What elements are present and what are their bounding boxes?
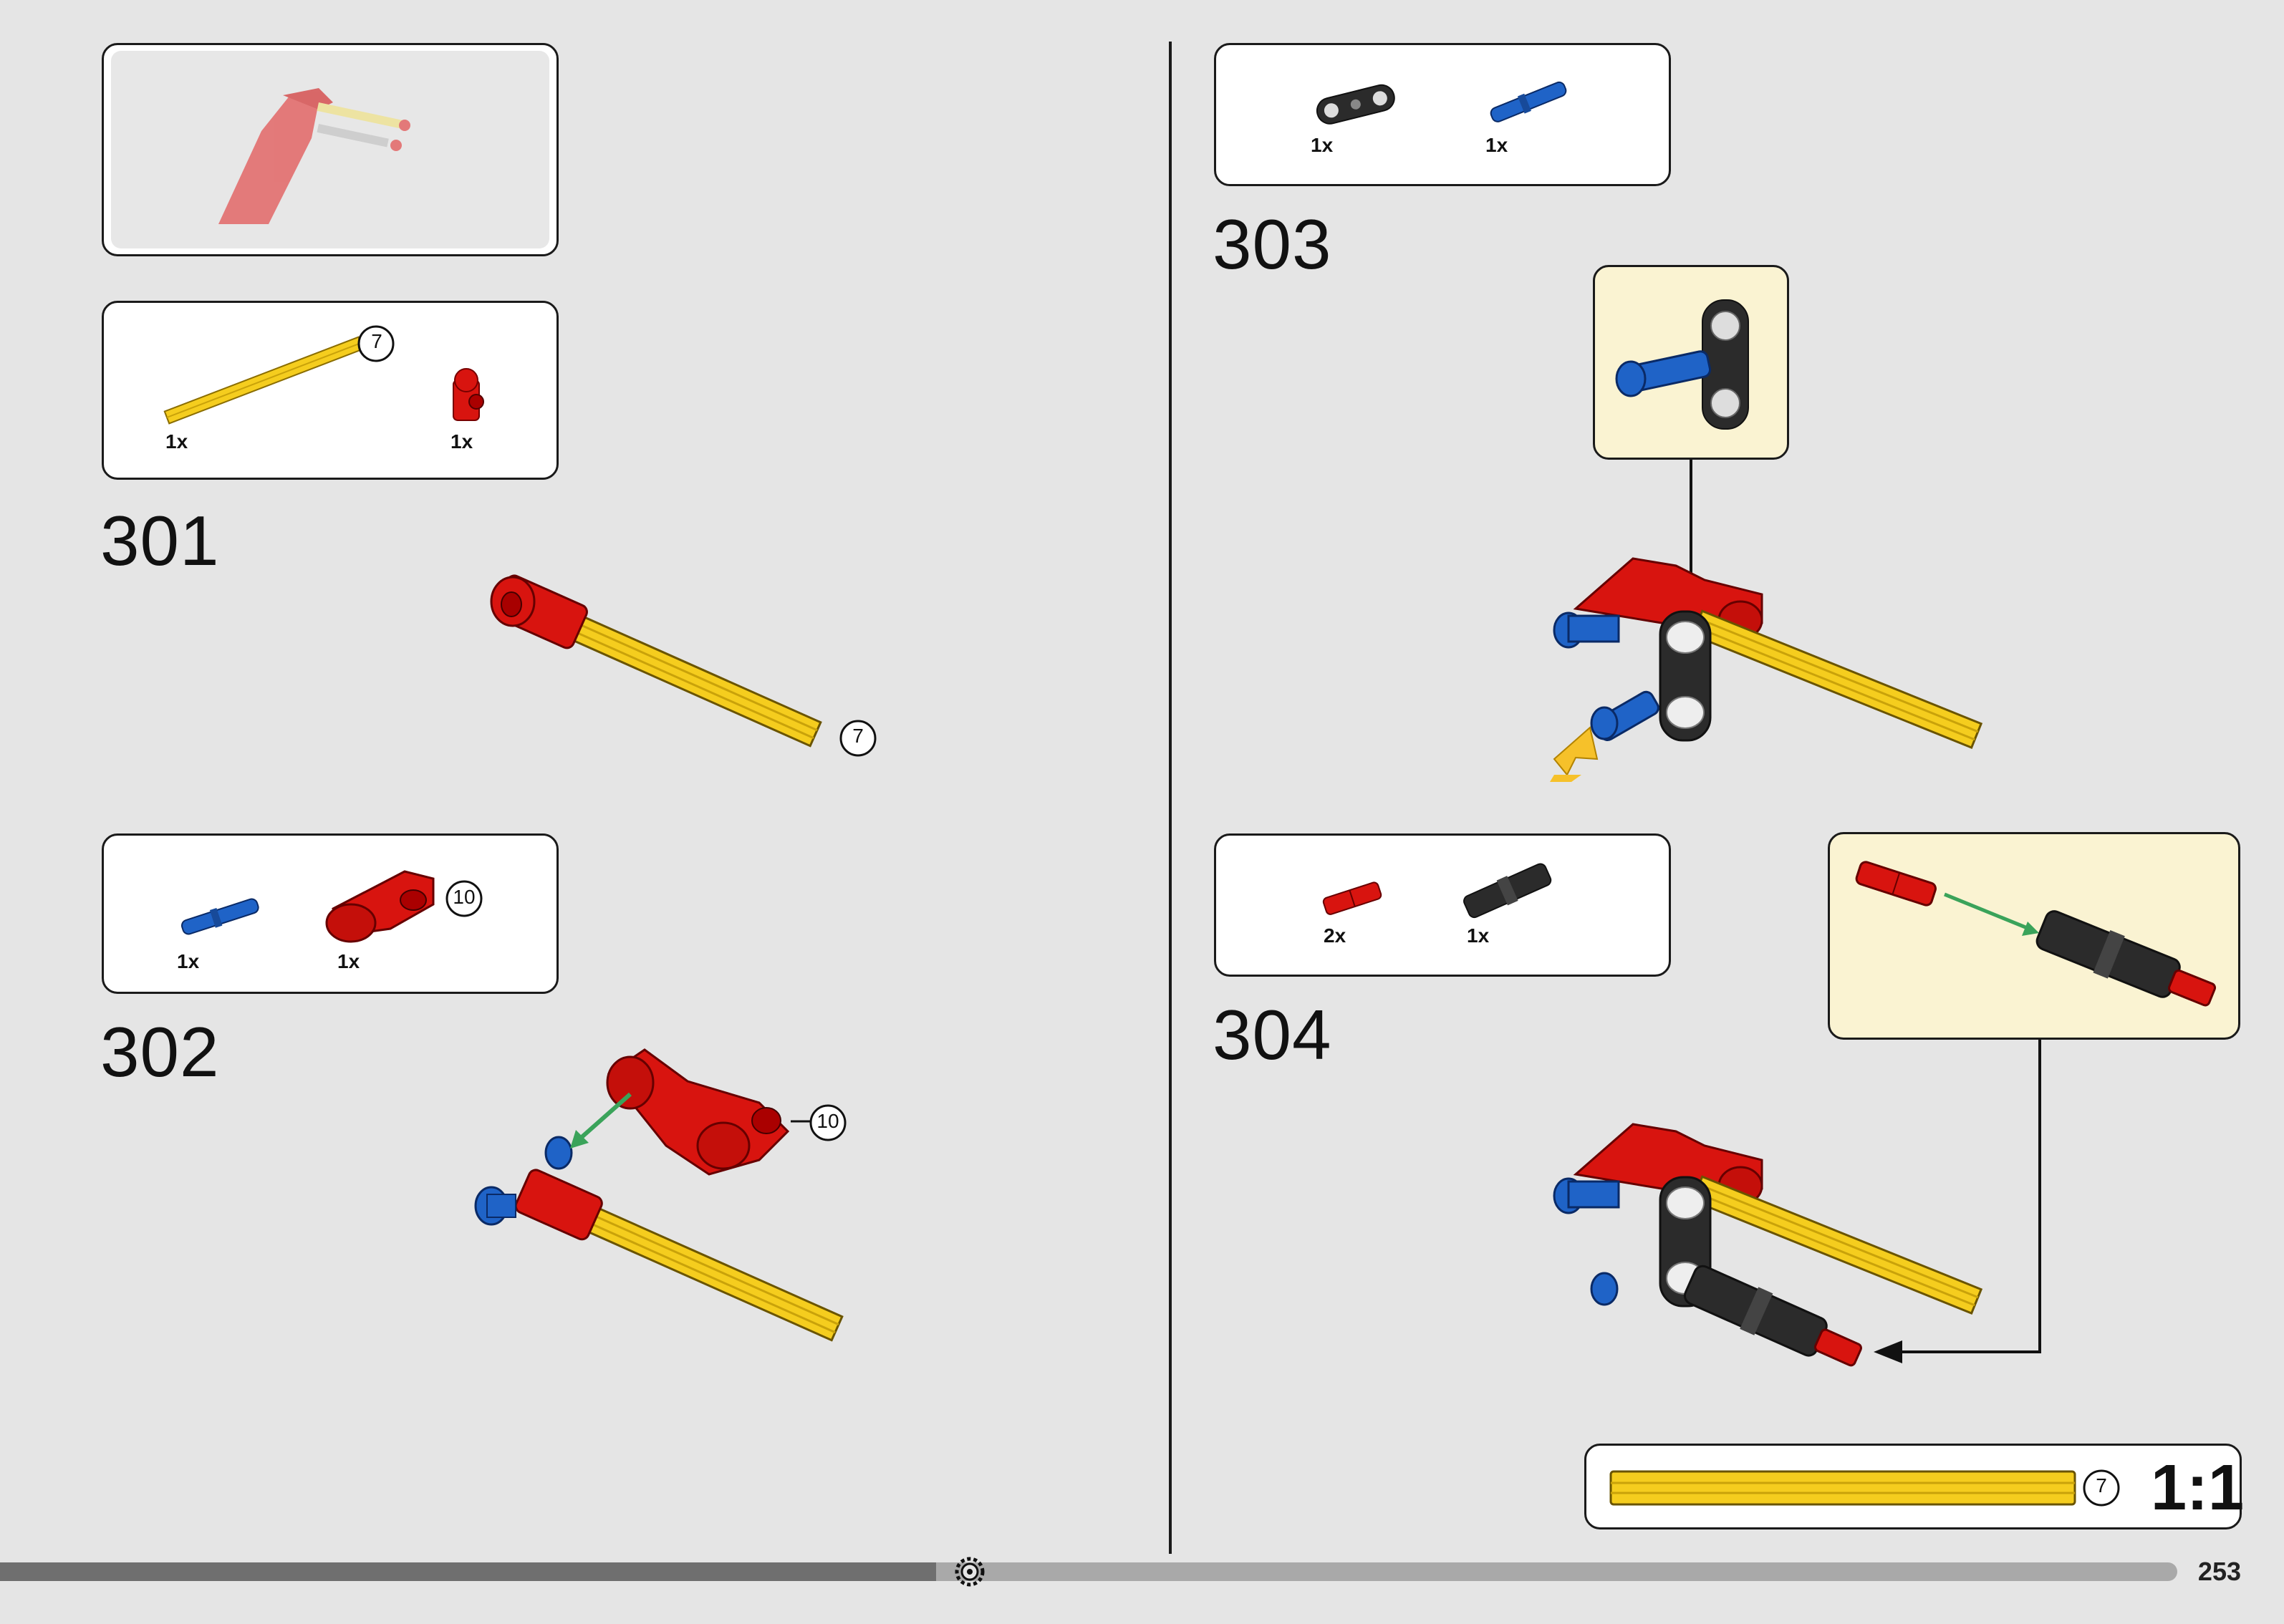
part-quantity: 1x bbox=[1467, 924, 1490, 947]
arrow-left-icon bbox=[1874, 1040, 2041, 1363]
progress-bar-fill bbox=[0, 1562, 937, 1581]
step-303-assembly bbox=[1550, 460, 1983, 782]
part-quantity: 2x bbox=[1324, 924, 1346, 947]
axle-length-badge-7 bbox=[357, 325, 395, 362]
part-quantity: 1x bbox=[1485, 134, 1508, 156]
scale-ratio-label: 1:1 bbox=[2151, 1452, 2245, 1524]
parts-list-step-301: 7 1x 1x bbox=[102, 301, 559, 480]
blue-pin-part bbox=[180, 898, 259, 935]
red-axle-connector-part bbox=[1322, 881, 1382, 915]
previous-model-thumbnail bbox=[102, 43, 559, 256]
scale-reference-box: 7 1:1 bbox=[1584, 1444, 2245, 1529]
scale-length-badge bbox=[2083, 1469, 2120, 1507]
part-quantity: 1x bbox=[450, 430, 473, 453]
step-304-assembly bbox=[1553, 1040, 2041, 1367]
blue-pin-part bbox=[1490, 81, 1567, 122]
black-cross-block-part bbox=[1316, 84, 1395, 125]
red-beam-connector-assembly bbox=[606, 1048, 790, 1176]
scale-axle-bar bbox=[1609, 1470, 2076, 1506]
parts-list-step-302: 10 1x 1x bbox=[102, 833, 559, 994]
scale-length-label: 7 bbox=[2096, 1474, 2107, 1497]
red-axle-connector-part bbox=[453, 368, 484, 421]
part-quantity: 1x bbox=[337, 950, 360, 972]
part-quantity: 1x bbox=[177, 950, 200, 972]
step-number: 302 bbox=[100, 1012, 220, 1091]
callout-length-badge-10 bbox=[809, 1104, 847, 1141]
parts-list-step-304: 2x 1x bbox=[1214, 833, 1671, 977]
callout-length-label: 10 bbox=[816, 1110, 839, 1132]
part-quantity: 1x bbox=[1311, 134, 1334, 156]
part-quantity: 1x bbox=[165, 430, 188, 453]
axle-length-label: 7 bbox=[371, 330, 382, 352]
step-number: 303 bbox=[1213, 205, 1332, 284]
step-number: 301 bbox=[100, 501, 220, 580]
black-pin-connector-part bbox=[1463, 863, 1552, 919]
beam-length-label: 10 bbox=[453, 886, 476, 908]
faded-red-wing-model bbox=[111, 51, 549, 248]
red-beam-connector-part bbox=[325, 870, 435, 943]
parts-list-step-303: 1x 1x bbox=[1214, 43, 1671, 186]
step-301-assembly bbox=[490, 574, 877, 757]
page-divider bbox=[1169, 42, 1172, 1554]
subassembly-callout-304 bbox=[1828, 832, 2240, 1040]
subassembly-callout-303 bbox=[1593, 265, 1789, 460]
push-arrow-icon bbox=[1550, 726, 1599, 782]
green-insert-arrow bbox=[570, 1092, 632, 1149]
step-302-assembly bbox=[474, 1048, 847, 1342]
beam-length-badge-10 bbox=[445, 880, 483, 917]
page-number: 253 bbox=[2197, 1557, 2241, 1586]
callout-length-badge-7 bbox=[839, 720, 877, 757]
callout-length-label: 7 bbox=[852, 725, 864, 747]
step-number: 304 bbox=[1213, 995, 1332, 1074]
progress-bar bbox=[0, 1562, 2177, 1581]
